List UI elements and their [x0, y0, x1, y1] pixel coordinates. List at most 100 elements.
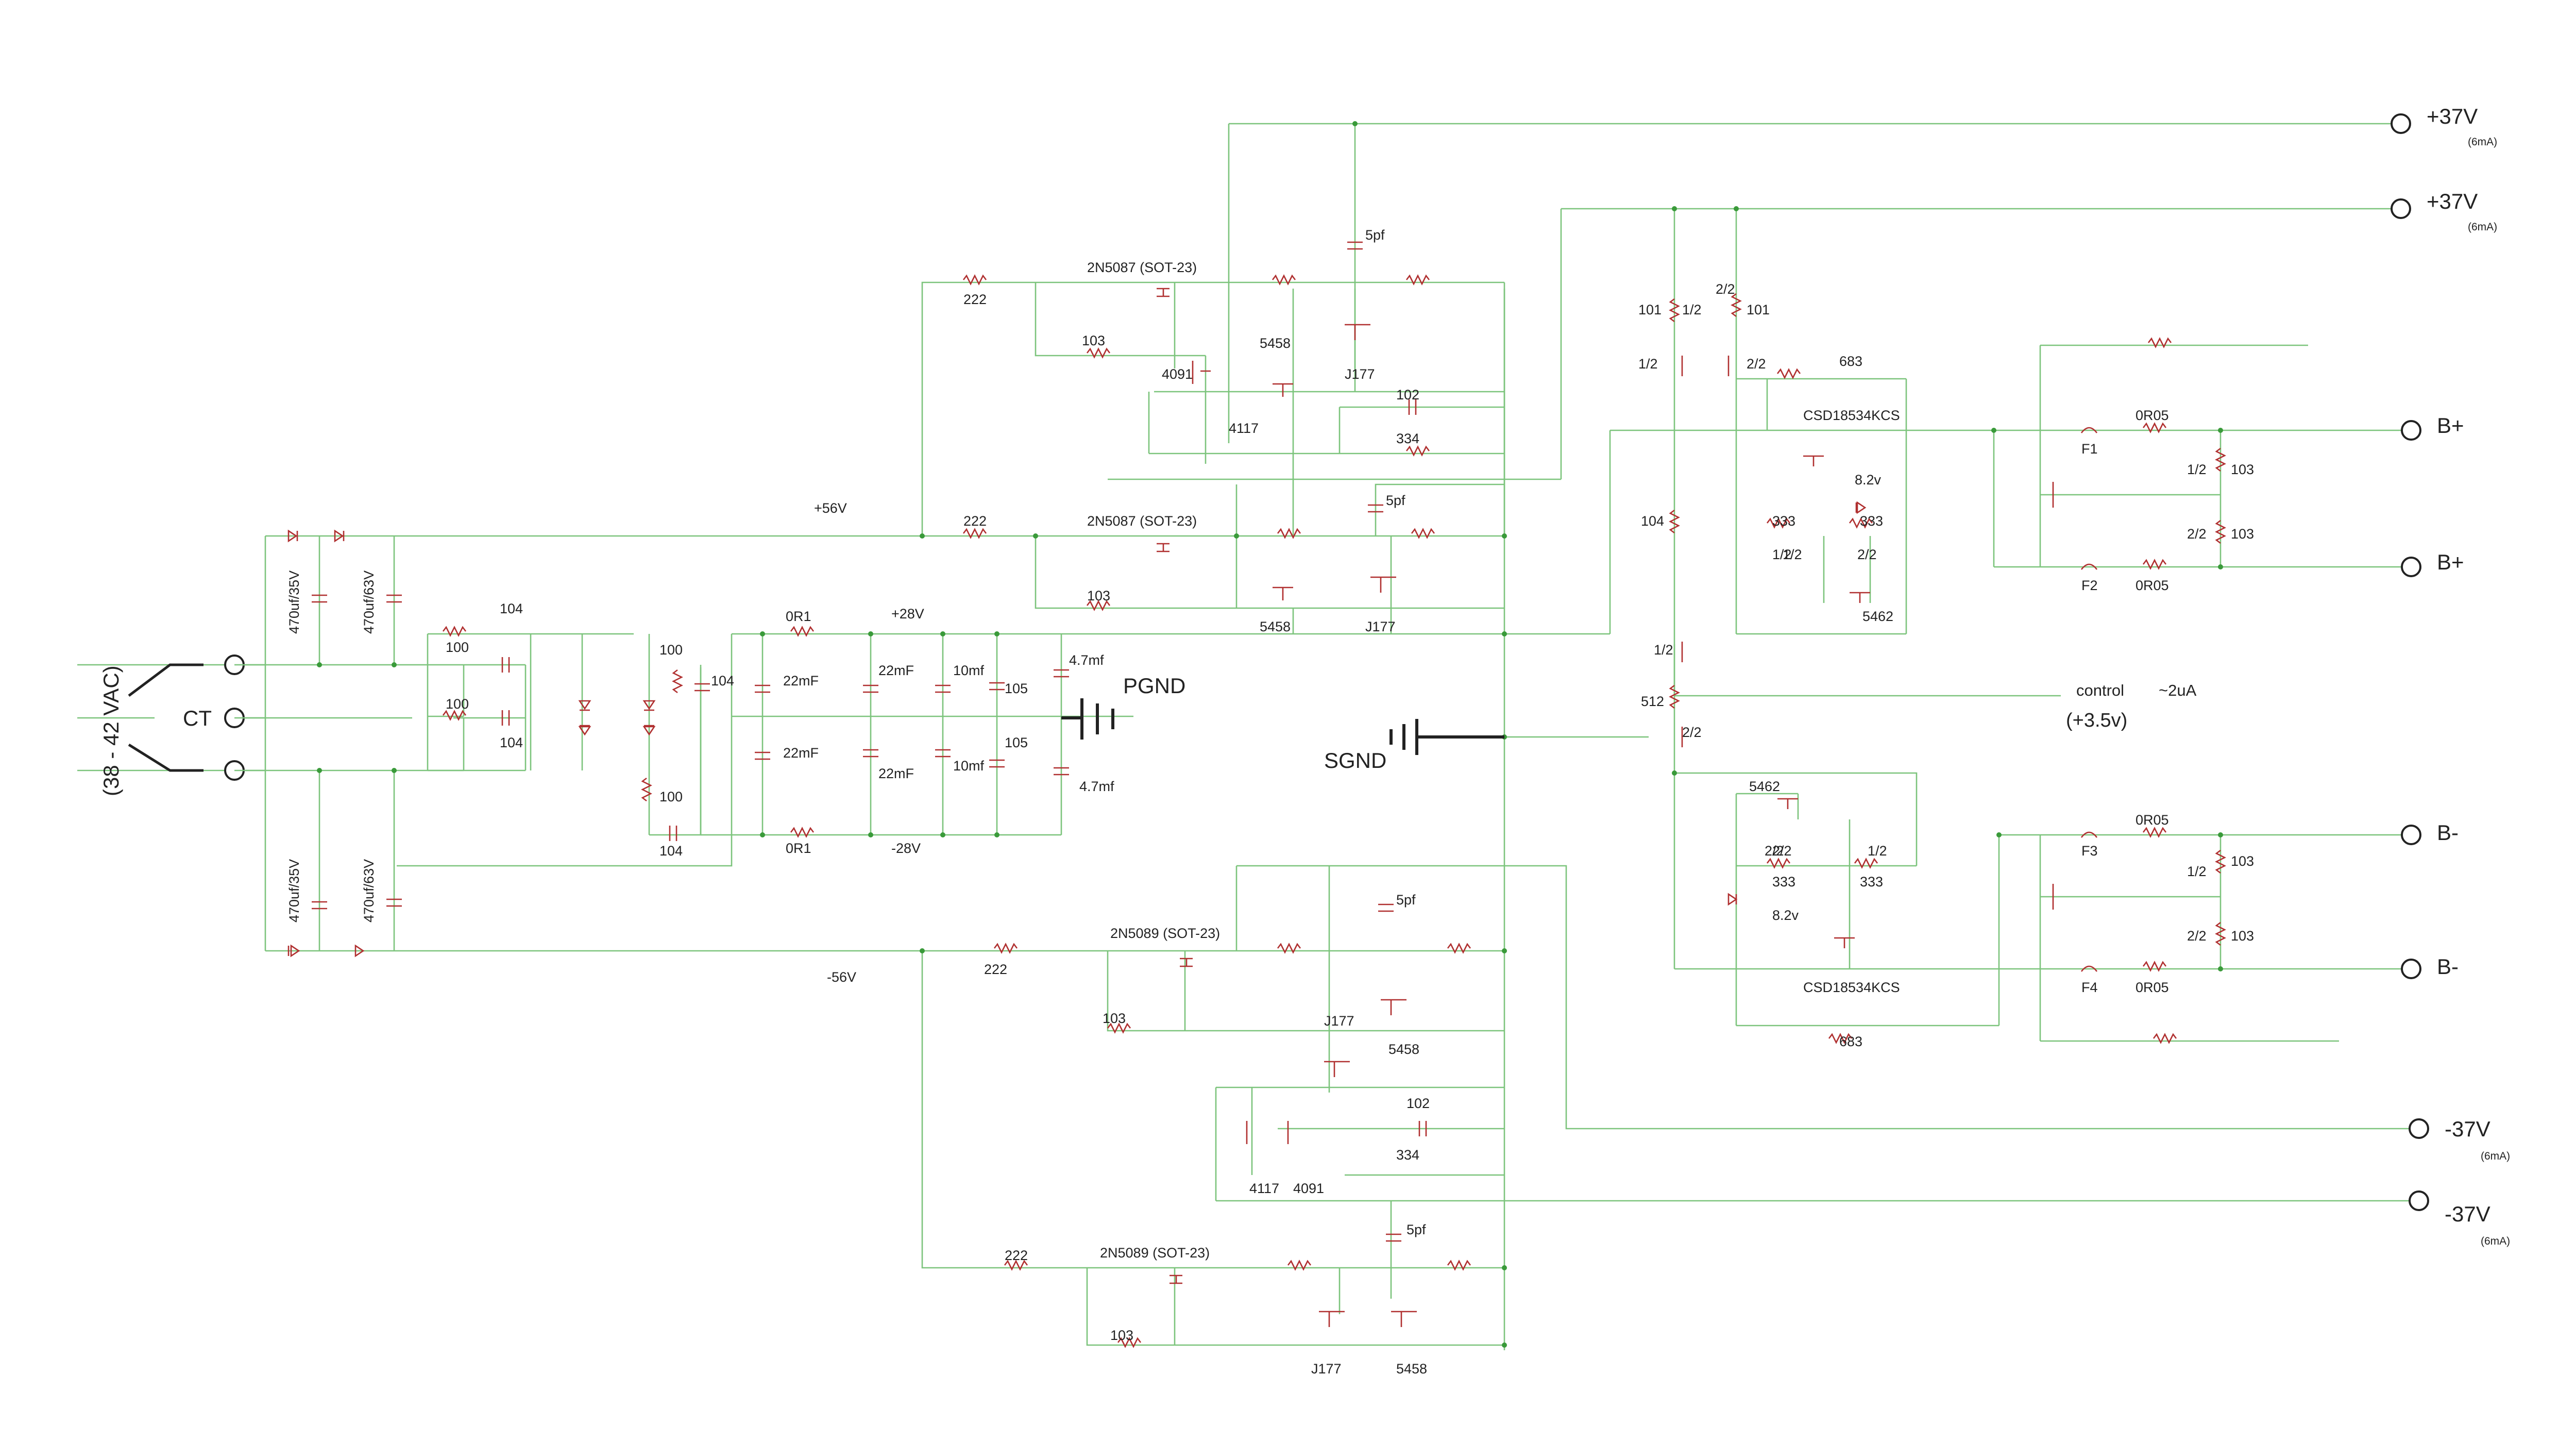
label-q5462-2: 5462	[1749, 779, 1780, 794]
label-c10mf-1: 10mf	[953, 663, 985, 678]
label-c47mf-2: 4.7mf	[1079, 779, 1114, 794]
wiring	[77, 123, 2411, 1350]
label-qj177-3: J177	[1324, 1013, 1354, 1029]
label-cap-470-63-bot: 470uf/63V	[361, 859, 377, 922]
out-n37b-current: (6mA)	[2481, 1235, 2510, 1247]
label-r0r05-3: 0R05	[2136, 812, 2169, 828]
label-r333-3: 333	[1772, 874, 1795, 890]
rail-n28: -28V	[891, 841, 921, 856]
control-voltage: (+3.5v)	[2066, 710, 2127, 731]
label-r101-1: 101	[1638, 302, 1662, 317]
label-q5458-2: 5458	[1260, 619, 1291, 634]
label-qj177-4: J177	[1311, 1361, 1342, 1377]
control-label: control	[2076, 681, 2124, 699]
label-q4117-2: 4117	[1249, 1181, 1279, 1196]
label-f2: F2	[2081, 578, 2098, 593]
label-r100-c: 100	[659, 642, 683, 658]
ground-symbols	[1061, 698, 1504, 755]
out-p37b-current: (6mA)	[2468, 221, 2497, 233]
label-two2-1: 2/2	[1716, 281, 1735, 297]
label-q4091-2: 4091	[1293, 1181, 1324, 1196]
label-c22mf-1: 22mF	[783, 673, 819, 689]
label-r683-2: 683	[1839, 1034, 1862, 1049]
label-two2-3: 2/2	[1857, 547, 1877, 562]
label-half-7: 1/2	[2187, 864, 2207, 879]
label-z82-2: 8.2v	[1772, 908, 1799, 923]
out-bminus2: B-	[2437, 954, 2459, 979]
label-r101-2: 101	[1747, 302, 1770, 317]
terminal-n37a	[2409, 1118, 2429, 1139]
ac-range-label: (38 - 42 VAC)	[99, 665, 123, 796]
label-half-4: 1/2	[1868, 843, 1887, 859]
label-c104-c: 104	[711, 673, 734, 689]
label-c105-1: 105	[1005, 681, 1028, 696]
label-q2n5089-1: 2N5089 (SOT-23)	[1110, 926, 1220, 941]
out-n37b: -37V	[2445, 1202, 2490, 1226]
label-c104-b: 104	[500, 735, 523, 750]
label-r334-2: 334	[1396, 1147, 1419, 1163]
label-q5458-1: 5458	[1260, 335, 1291, 351]
control-current: ~2uA	[2159, 681, 2197, 699]
label-q5462-1: 5462	[1862, 609, 1893, 624]
label-qj177-1: J177	[1345, 366, 1375, 382]
label-r333-1: 333	[1772, 513, 1795, 529]
label-half-1: 1/2	[1682, 302, 1702, 317]
out-n37a-current: (6mA)	[2481, 1150, 2510, 1162]
label-q2n5089-2: 2N5089 (SOT-23)	[1100, 1245, 1210, 1261]
label-r103-3: 103	[1103, 1011, 1126, 1026]
label-c47mf-1: 4.7mf	[1069, 652, 1104, 668]
label-r104-v: 104	[1641, 513, 1664, 529]
label-c5pf-3: 5pf	[1396, 892, 1416, 908]
label-c22mf-2: 22mF	[783, 745, 819, 761]
label-r100-a: 100	[446, 640, 469, 655]
terminal-p37a	[2391, 113, 2411, 134]
rail-p56: +56V	[814, 500, 847, 516]
label-q4117-1: 4117	[1229, 421, 1259, 436]
label-r100-b: 100	[446, 696, 469, 712]
label-r103-5: 103	[2231, 462, 2254, 477]
label-c22mf-4: 22mF	[878, 766, 914, 781]
out-bplus1: B+	[2437, 413, 2464, 438]
label-two2-4: 2/2	[1772, 843, 1792, 859]
rail-p28: +28V	[891, 606, 924, 622]
label-c5pf-1: 5pf	[1365, 227, 1385, 243]
terminal-bplus2	[2401, 557, 2421, 577]
label-r103-7: 103	[2231, 853, 2254, 869]
label-r222-1: 222	[963, 292, 987, 307]
label-c102-1: 102	[1396, 387, 1419, 402]
label-r0r1-top: 0R1	[786, 609, 811, 624]
out-p37b: +37V	[2427, 189, 2478, 213]
label-f3: F3	[2081, 843, 2098, 859]
label-r222-4: 222	[1005, 1248, 1028, 1263]
label-q4091-1: 4091	[1162, 366, 1193, 382]
label-q2n5087-1: 2N5087 (SOT-23)	[1087, 260, 1197, 275]
out-p37a: +37V	[2427, 104, 2478, 128]
label-r0r05-2: 0R05	[2136, 578, 2169, 593]
terminal-bplus1	[2401, 420, 2421, 441]
label-q5458-4: 5458	[1396, 1361, 1427, 1377]
label-two2-8: 2/2	[1765, 843, 1784, 859]
label-r103-8: 103	[2231, 928, 2254, 944]
out-p37a-current: (6mA)	[2468, 136, 2497, 148]
out-n37a: -37V	[2445, 1117, 2490, 1141]
label-half-8: 1/2	[1783, 547, 1802, 562]
terminal-bminus1	[2401, 825, 2421, 845]
label-half-5: 1/2	[1654, 642, 1673, 658]
labels: (38 - 42 VAC) CT PGND SGND +56V -56V +28…	[99, 104, 2510, 1377]
out-bplus2: B+	[2437, 550, 2464, 574]
junction-dots	[317, 121, 2223, 1348]
label-two2-7: 2/2	[2187, 928, 2207, 944]
label-two2-6: 2/2	[2187, 526, 2207, 542]
label-cap-470-35-bot: 470uf/35V	[286, 859, 302, 922]
label-half-3: 1/2	[1772, 547, 1792, 562]
label-f4: F4	[2081, 980, 2098, 995]
terminal-p37b	[2391, 198, 2411, 219]
terminal-bminus2	[2401, 959, 2421, 979]
out-bminus1: B-	[2437, 820, 2459, 845]
label-csd-1: CSD18534KCS	[1803, 408, 1900, 423]
label-z82-1: 8.2v	[1855, 472, 1882, 488]
label-r103-4: 103	[1110, 1328, 1133, 1343]
label-csd-2: CSD18534KCS	[1803, 980, 1900, 995]
label-half-2: 1/2	[1638, 356, 1658, 372]
